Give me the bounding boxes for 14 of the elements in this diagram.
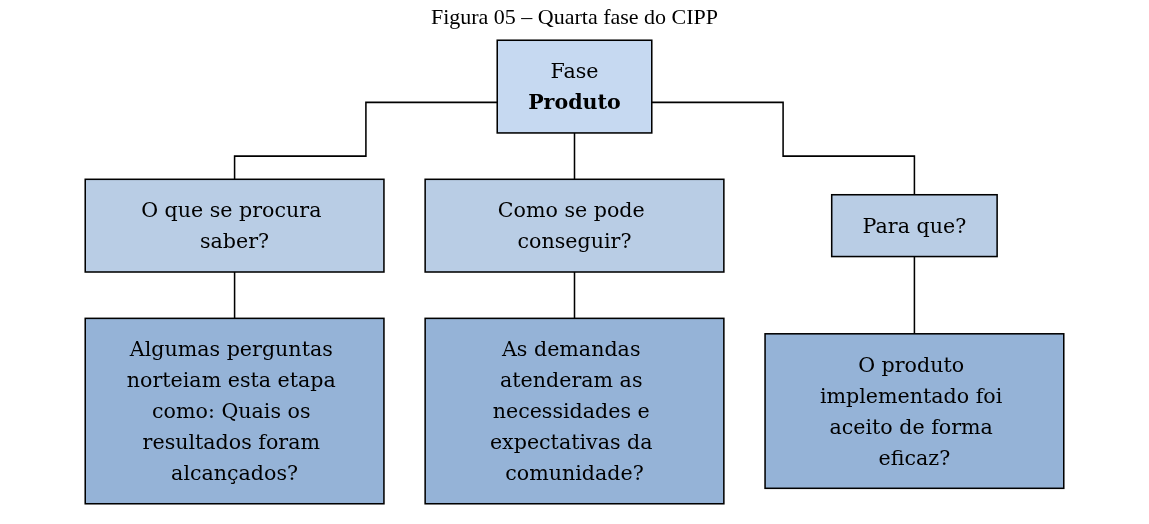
connector <box>233 271 236 320</box>
figure-title: Figura 05 – Quarta fase do CIPP <box>429 4 720 30</box>
connector <box>651 101 916 196</box>
node-box: Como se pode conseguir? <box>424 178 725 273</box>
connector <box>913 255 916 335</box>
connector <box>233 101 498 181</box>
connector <box>573 132 576 181</box>
node-box: Para que? <box>830 193 998 258</box>
node-box: Fase Produto <box>496 39 653 134</box>
connector <box>573 271 576 320</box>
node-box: As demandas atenderam as necessidades e expectativas da comunidade? <box>424 317 725 505</box>
node-box: O produto implementado foi aceito de forma eficaz? <box>764 333 1065 490</box>
node-box: Algumas perguntas norteiam esta etapa como: Quais os resultados foram alcançados? <box>84 317 385 505</box>
node-box: O que se procura saber? <box>84 178 385 273</box>
